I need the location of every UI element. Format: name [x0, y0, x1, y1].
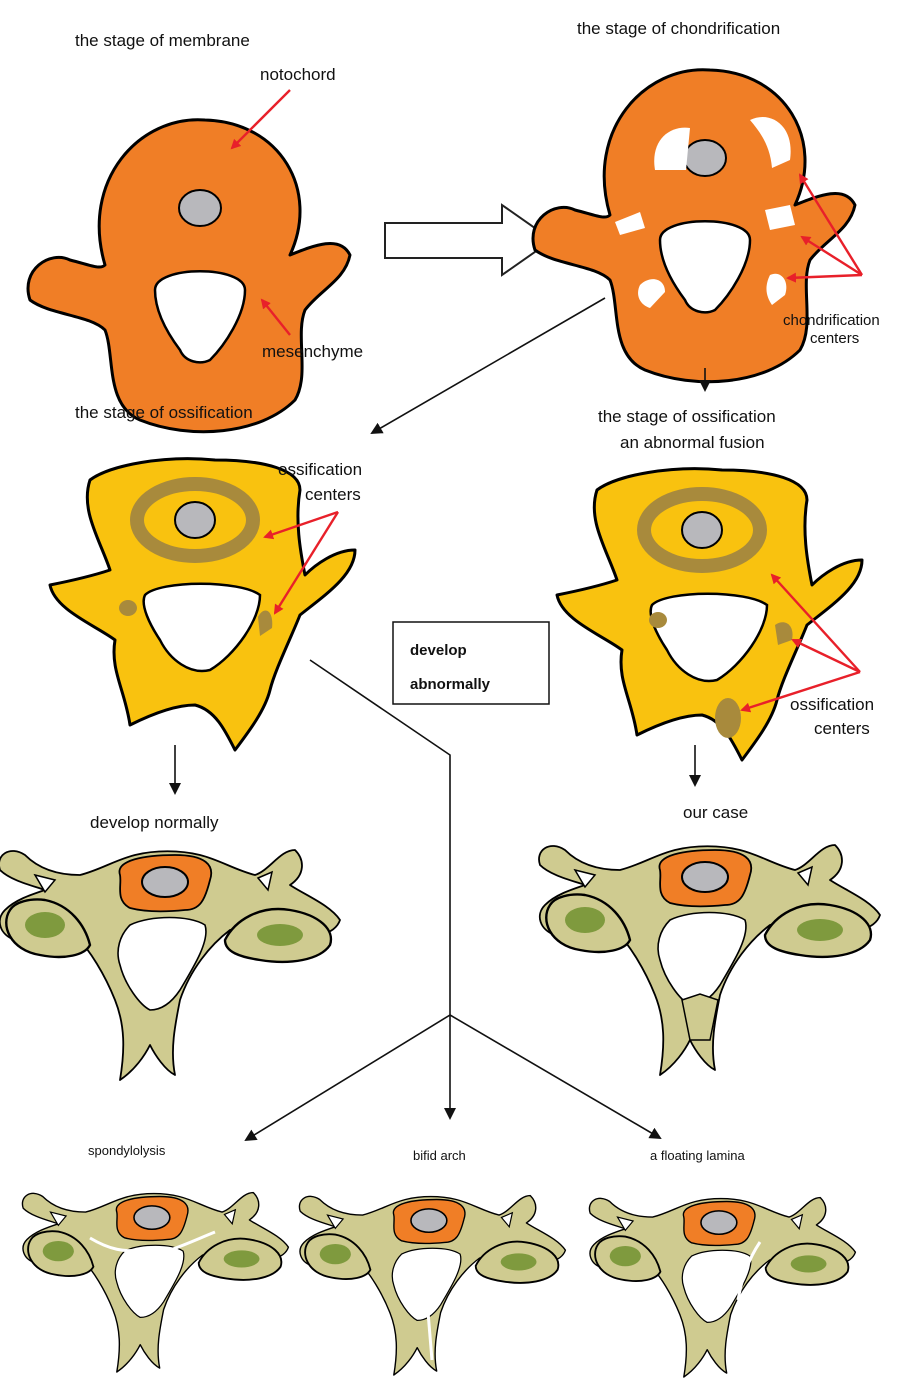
membrane-stage-vertebra — [28, 120, 350, 432]
floating-lamina-label: a floating lamina — [650, 1148, 745, 1163]
normal-mature-vertebra — [0, 850, 340, 1080]
to-floating-lamina-arrow — [450, 1015, 660, 1138]
our-case-label: our case — [683, 803, 748, 822]
bifid-arch-label: bifid arch — [413, 1148, 466, 1163]
chondrification-centers-label-2: centers — [810, 330, 859, 347]
bifid-arch-vertebra — [299, 1196, 565, 1375]
stage-transition-arrow — [385, 205, 552, 275]
abnormal-ossification-vertebra — [557, 469, 862, 760]
ossification-centers-left-label-2: centers — [305, 485, 361, 504]
ossification-centers-left-label: ossification — [278, 460, 362, 479]
abnormal-title-line-1: the stage of ossification — [598, 407, 776, 426]
develop-box-line-1: develop — [410, 642, 467, 659]
chondrification-stage-vertebra — [533, 70, 855, 382]
our-case-vertebra — [539, 845, 880, 1075]
abnormal-title-line-2: an abnormal fusion — [620, 433, 765, 452]
chondrification-centers-label: chondrification — [783, 312, 880, 329]
spondylolysis-label: spondylolysis — [88, 1143, 166, 1158]
ossification-title: the stage of ossification — [75, 403, 253, 422]
develop-box-line-2: abnormally — [410, 676, 491, 693]
develop-abnormally-box: develop abnormally — [393, 622, 549, 704]
spondylolysis-vertebra — [22, 1193, 288, 1372]
ossification-centers-right-label-2: centers — [814, 719, 870, 738]
mesenchyme-label: mesenchyme — [262, 342, 363, 361]
notochord-label: notochord — [260, 65, 336, 84]
to-ossification-arrow — [372, 298, 605, 433]
ossification-centers-right-label: ossification — [790, 695, 874, 714]
floating-lamina-vertebra — [589, 1198, 855, 1377]
chondrification-title: the stage of chondrification — [577, 19, 780, 38]
abnormal-pathway-line — [310, 660, 450, 1015]
membrane-title: the stage of membrane — [75, 31, 250, 50]
develop-normally-label: develop normally — [90, 813, 219, 832]
abnormal-pointer-2 — [793, 640, 860, 672]
to-spondylolysis-arrow — [246, 1015, 450, 1140]
